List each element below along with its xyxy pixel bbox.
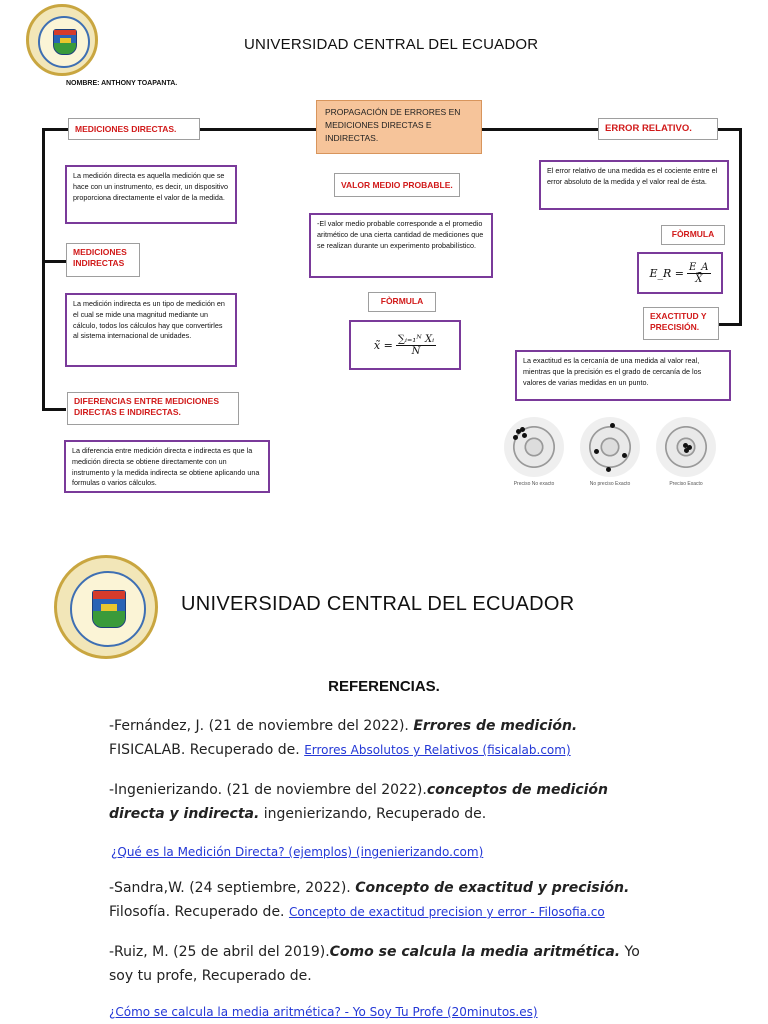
- connector-left-spine: [42, 128, 45, 411]
- diferencias-text: La diferencia entre medición directa e i…: [64, 440, 270, 493]
- reference-4-link-row: ¿Cómo se calcula la media aritmética? - …: [109, 1000, 538, 1024]
- mediciones-indirectas-text: La medición indirecta es un tipo de medi…: [65, 293, 237, 367]
- valor-medio-label: VALOR MEDIO PROBABLE.: [334, 173, 460, 197]
- reference-1-link[interactable]: Errores Absolutos y Relativos (fisicalab…: [304, 743, 570, 757]
- connector-right-exactitud: [718, 323, 742, 326]
- target-3-caption: Preciso Exacto: [656, 481, 716, 487]
- exactitud-precision-text: La exactitud es la cercanía de una medid…: [515, 350, 731, 401]
- mediciones-directas-label: MEDICIONES DIRECTAS.: [68, 118, 200, 140]
- formula-error-numerator: E_A: [687, 262, 711, 274]
- university-seal-logo-2: [54, 555, 158, 659]
- error-relativo-label: ERROR RELATIVO.: [598, 118, 718, 140]
- reference-2: -Ingenierizando. (21 de noviembre del 20…: [109, 778, 629, 826]
- reference-3: -Sandra,W. (24 septiembre, 2022). Concep…: [109, 876, 649, 924]
- university-title-2: UNIVERSIDAD CENTRAL DEL ECUADOR: [181, 593, 574, 616]
- reference-2-link[interactable]: ¿Qué es la Medición Directa? (ejemplos) …: [111, 845, 483, 859]
- reference-1: -Fernández, J. (21 de noviembre del 2022…: [109, 714, 649, 762]
- reference-2-link-row: ¿Qué es la Medición Directa? (ejemplos) …: [111, 840, 483, 864]
- valor-medio-text: -El valor medio probable corresponde a e…: [309, 213, 493, 278]
- reference-3-link[interactable]: Concepto de exactitud precision y error …: [289, 905, 605, 919]
- university-seal-logo: [26, 4, 98, 76]
- reference-4: -Ruiz, M. (25 de abril del 2019).Como se…: [109, 940, 649, 988]
- formula-label-middle: FÒRMULA: [368, 292, 436, 312]
- exactitud-precision-label: EXACTITUD Y PRECISIÓN.: [643, 307, 719, 340]
- formula-error-denominator: X̄: [693, 274, 704, 285]
- error-relativo-text: El error relativo de una medida es el co…: [539, 160, 729, 210]
- target-1-icon: [504, 417, 564, 477]
- target-1-caption: Preciso No exacto: [504, 481, 564, 487]
- formula-error-relativo: E_R = E_A X̄: [637, 252, 723, 294]
- targets-illustration: Preciso No exacto No preciso Exacto Prec…: [498, 415, 730, 497]
- target-2-caption: No preciso Exacto: [580, 481, 640, 487]
- formula-valor-medio: x̃ = ∑ᵢ₌₁ᴺ Xᵢ N: [349, 320, 461, 370]
- formula-error-lhs: E_R =: [649, 267, 684, 280]
- mediciones-directas-text: La medición directa es aquella medición …: [65, 165, 237, 224]
- formula-valor-medio-numerator: ∑ᵢ₌₁ᴺ Xᵢ: [396, 334, 436, 346]
- formula-valor-medio-lhs: x̃ =: [374, 339, 393, 352]
- reference-4-link[interactable]: ¿Cómo se calcula la media aritmética? - …: [109, 1005, 538, 1019]
- university-title: UNIVERSIDAD CENTRAL DEL ECUADOR: [244, 36, 538, 53]
- connector-left-indirectas: [42, 260, 66, 263]
- diferencias-label: DIFERENCIAS ENTRE MEDICIONES DIRECTAS E …: [67, 392, 239, 425]
- connector-left-diferencias: [42, 408, 66, 411]
- connector-right-spine: [739, 128, 742, 326]
- student-name: NOMBRE: ANTHONY TOAPANTA.: [66, 80, 177, 87]
- mediciones-indirectas-label: MEDICIONES INDIRECTAS: [66, 243, 140, 277]
- formula-valor-medio-denominator: N: [410, 346, 423, 357]
- center-topic-box: PROPAGACIÓN DE ERRORES EN MEDICIONES DIR…: [316, 100, 482, 154]
- formula-label-right: FÒRMULA: [661, 225, 725, 245]
- references-title: REFERENCIAS.: [0, 678, 768, 695]
